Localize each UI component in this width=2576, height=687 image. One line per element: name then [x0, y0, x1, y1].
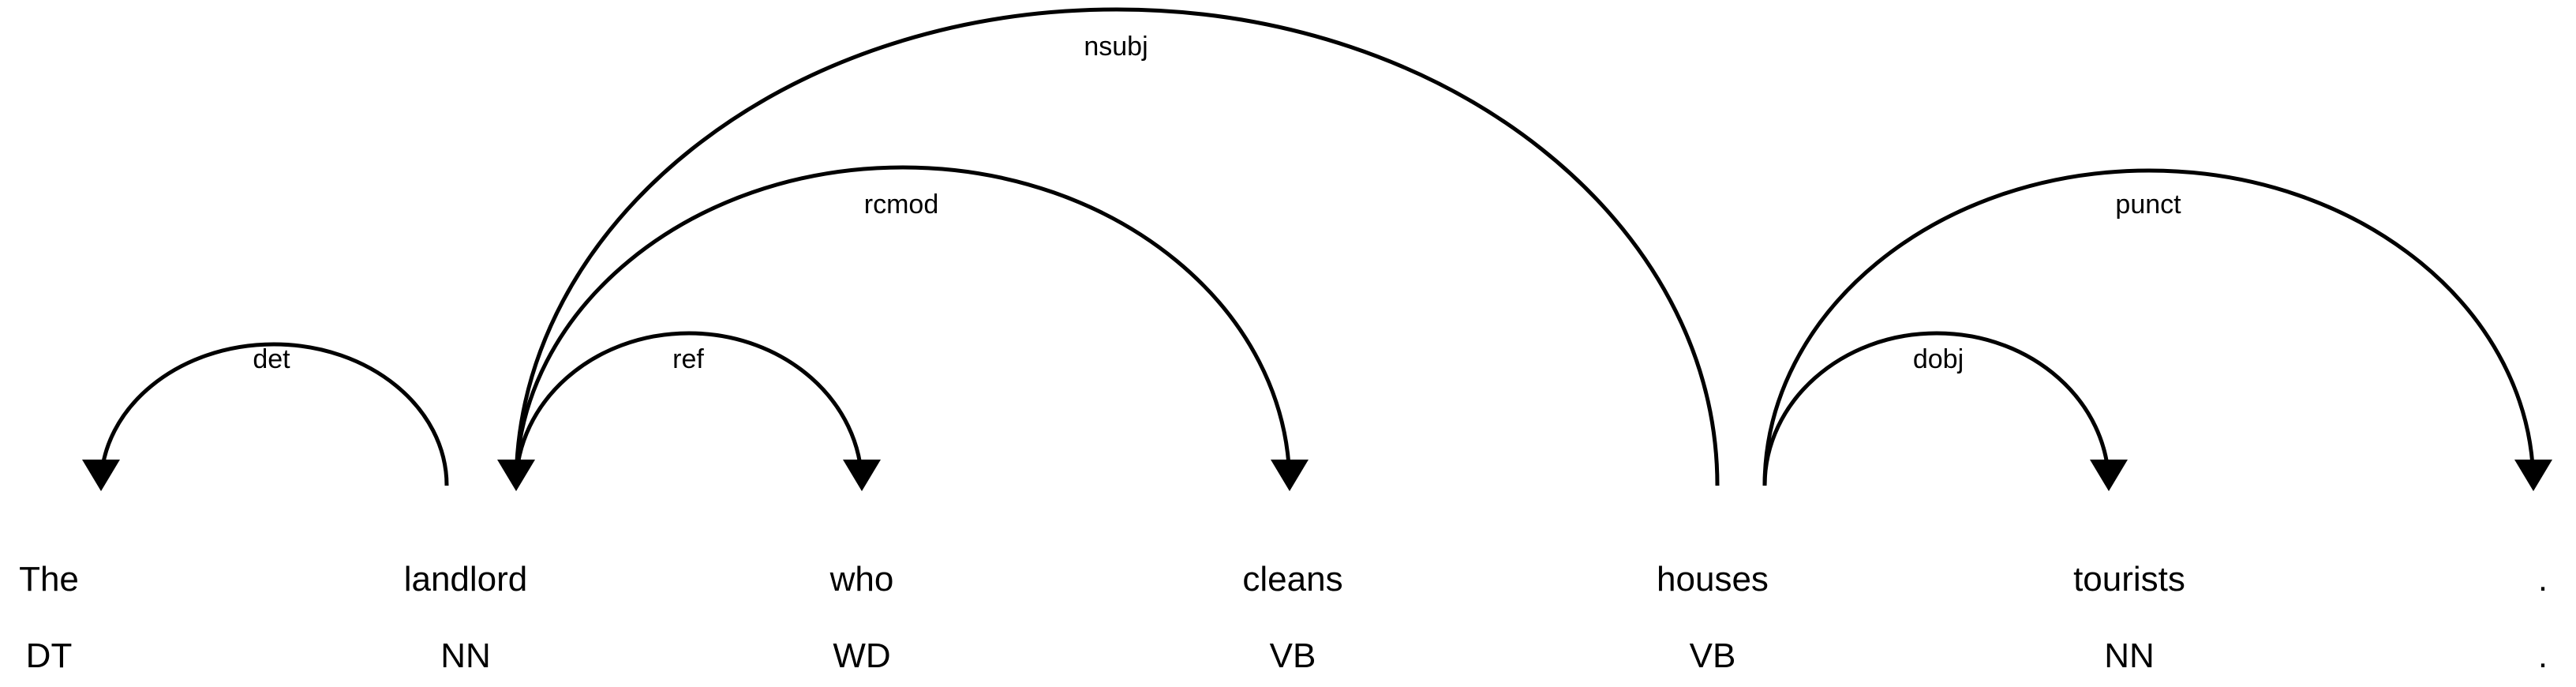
arc-label: ref	[672, 344, 704, 374]
token-word: tourists	[2073, 560, 2185, 599]
arc-label: dobj	[1913, 344, 1964, 374]
token-tag: VB	[1270, 636, 1316, 675]
arrowhead-icon	[1271, 460, 1309, 491]
arcs-layer: det ref rcmod nsubj dobj punct	[82, 7, 2552, 491]
arc-line	[1762, 168, 2536, 486]
token-word: who	[829, 560, 894, 599]
arrowhead-icon	[82, 460, 120, 491]
arc-label: det	[253, 344, 290, 374]
token-tag: NN	[440, 636, 491, 675]
dependency-arc-ref: ref	[514, 331, 881, 491]
token-word: The	[19, 560, 79, 599]
dependency-arc-rcmod: rcmod	[514, 165, 1309, 491]
arc-line	[514, 7, 1720, 486]
token: ..	[2538, 560, 2548, 675]
arc-label: rcmod	[864, 190, 938, 220]
token-tag: NN	[2104, 636, 2155, 675]
arrowhead-icon	[497, 460, 535, 491]
token-word: landlord	[404, 560, 528, 599]
dependency-arc-punct: punct	[1762, 168, 2552, 491]
token-tag: .	[2538, 636, 2548, 675]
token-tag: VB	[1690, 636, 1736, 675]
dependency-arc-det: det	[82, 342, 449, 491]
dependency-arc-dobj: dobj	[1762, 331, 2128, 491]
arrowhead-icon	[2090, 460, 2128, 491]
arrowhead-icon	[2514, 460, 2552, 491]
arc-line	[1762, 331, 2111, 486]
tokens-layer: TheDTlandlordNNwhoWDcleansVBhousesVBtour…	[19, 560, 2548, 675]
token-word: houses	[1657, 560, 1769, 599]
arc-line	[99, 342, 449, 486]
token-word: .	[2538, 560, 2548, 599]
arc-label: nsubj	[1084, 32, 1148, 62]
token-word: cleans	[1242, 560, 1342, 599]
arrowhead-icon	[843, 460, 881, 491]
token-tag: DT	[26, 636, 73, 675]
arc-label: punct	[2115, 190, 2181, 220]
token-tag: WD	[833, 636, 890, 675]
arc-line	[514, 165, 1292, 486]
dependency-arc-nsubj: nsubj	[497, 7, 1720, 491]
arc-line	[514, 331, 864, 486]
